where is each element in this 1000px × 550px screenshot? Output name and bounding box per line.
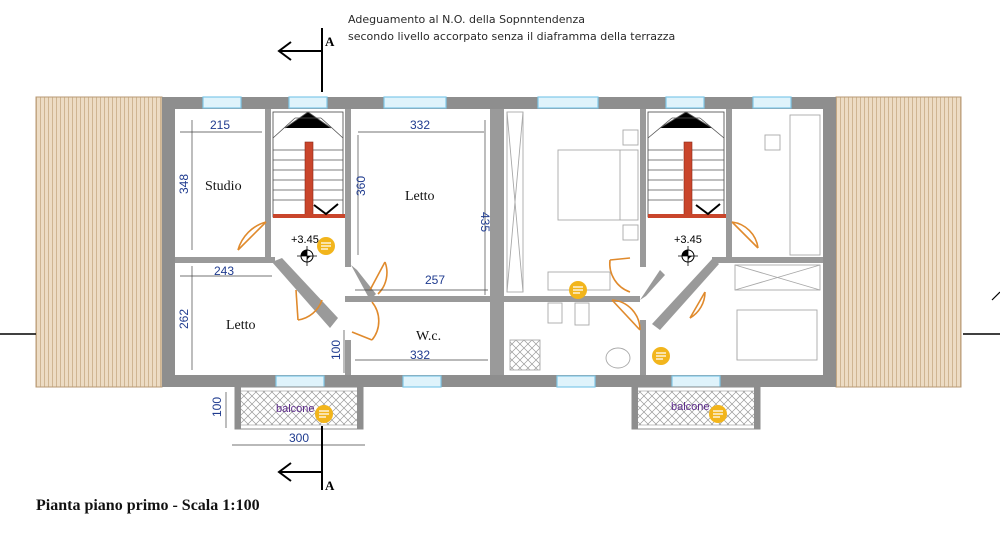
dim-balcony-depth: 100 bbox=[210, 397, 224, 417]
section-arrow-right bbox=[991, 291, 1000, 301]
dim-letto-top-height: 435 bbox=[478, 212, 492, 232]
dim-corridor-width: 257 bbox=[425, 273, 445, 287]
room-label-wc: W.c. bbox=[416, 329, 441, 344]
furniture bbox=[506, 111, 821, 371]
elevation-marker-right bbox=[678, 246, 698, 266]
header-note-line-2: secondo livello accorpato senza il diafr… bbox=[348, 30, 675, 43]
note-badge-icon[interactable] bbox=[709, 405, 727, 423]
room-label-letto-top: Letto bbox=[405, 189, 435, 204]
balcony-label-right: balcone bbox=[671, 401, 710, 413]
elevation-marker-left bbox=[297, 246, 317, 266]
terrace-right bbox=[835, 96, 962, 388]
staircase-left bbox=[272, 111, 345, 218]
dim-letto-top-width: 332 bbox=[410, 118, 430, 132]
section-label-top: A bbox=[325, 34, 335, 49]
balcony-label-left: balcone bbox=[276, 403, 315, 415]
doors bbox=[237, 221, 759, 341]
note-badge-icon[interactable] bbox=[569, 281, 587, 299]
terrace-left bbox=[35, 96, 163, 388]
room-label-studio: Studio bbox=[205, 179, 242, 194]
elevation-left: +3.45 bbox=[291, 234, 319, 246]
plan-caption: Pianta piano primo - Scala 1:100 bbox=[36, 497, 260, 514]
dim-letto-bottom-height: 262 bbox=[177, 309, 191, 329]
dimension-lines bbox=[180, 120, 488, 446]
header-note-line-1: Adeguamento al N.O. della Sopnntendenza bbox=[348, 13, 585, 26]
room-label-letto-bottom: Letto bbox=[226, 318, 256, 333]
balcony-right bbox=[631, 386, 761, 430]
dim-stair-height: 360 bbox=[354, 176, 368, 196]
dim-studio-height: 348 bbox=[177, 174, 191, 194]
windows bbox=[202, 96, 792, 388]
dim-balcony-width: 300 bbox=[289, 431, 309, 445]
section-label-bottom: A bbox=[325, 478, 335, 493]
dim-wc-height: 100 bbox=[329, 340, 343, 360]
staircase-right bbox=[647, 111, 726, 218]
note-badge-icon[interactable] bbox=[315, 405, 333, 423]
section-marker-bottom bbox=[277, 426, 323, 490]
note-badge-icon[interactable] bbox=[652, 347, 670, 365]
elevation-right: +3.45 bbox=[674, 234, 702, 246]
section-marker-top bbox=[277, 28, 323, 92]
balcony-left bbox=[234, 386, 364, 430]
note-badges bbox=[315, 237, 727, 423]
outer-walls bbox=[162, 97, 836, 387]
dim-wc-width: 332 bbox=[410, 348, 430, 362]
dim-letto-bottom-width: 243 bbox=[214, 264, 234, 278]
dim-studio-width: 215 bbox=[210, 118, 230, 132]
internal-walls bbox=[175, 109, 823, 375]
note-badge-icon[interactable] bbox=[317, 237, 335, 255]
